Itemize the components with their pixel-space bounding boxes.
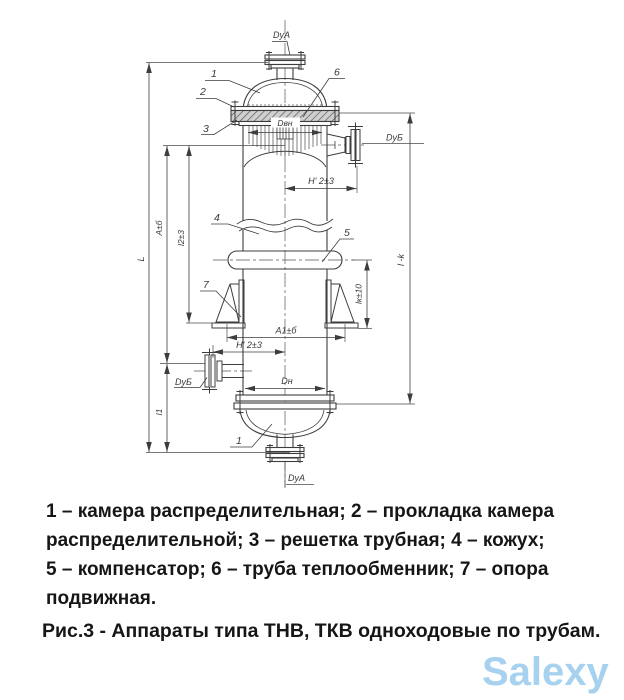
legend-line-4: подвижная. xyxy=(46,588,157,609)
dim-l1: l1 xyxy=(154,408,164,415)
legend-line-1: 1 – камера распределительная; 2 – прокла… xyxy=(46,501,555,522)
legend-line-3: 5 – компенсатор; 6 – труба теплообменник… xyxy=(46,559,549,580)
dim-h-top: H' 2±3 xyxy=(308,176,334,186)
supports xyxy=(211,279,359,329)
dim-dub-left: DуБ xyxy=(175,377,192,387)
callout-1-bottom: 1 xyxy=(236,435,242,447)
callout-7: 7 xyxy=(203,279,210,291)
dvn-label-bg xyxy=(271,117,300,128)
dim-dn: Dн xyxy=(281,376,292,386)
dim-l2: l2±3 xyxy=(176,230,186,246)
legend: 1 – камера распределительная; 2 – прокла… xyxy=(46,497,606,613)
dim-L: L xyxy=(136,256,146,261)
extension-lines xyxy=(146,62,424,487)
callout-2: 2 xyxy=(199,86,206,98)
centerlines xyxy=(194,20,366,488)
dim-h-bottom: H' 2±3 xyxy=(236,340,262,350)
left-nozzle xyxy=(202,348,244,394)
dim-dua-bottom: DуA xyxy=(288,473,305,483)
salexy-watermark: Salexy xyxy=(482,650,609,694)
dim-a1: А1±б xyxy=(274,326,297,336)
technical-drawing: Dвн DуA DуA DуБ DуБ H' 2±3 H' 2±3 А1±б D… xyxy=(136,20,424,488)
flange-bolts xyxy=(231,51,339,463)
dim-dvn: Dвн xyxy=(277,118,293,128)
callout-3: 3 xyxy=(203,123,209,135)
callout-1-top: 1 xyxy=(211,68,217,80)
callout-6: 6 xyxy=(334,67,340,79)
figure-caption: Рис.3 - Аппараты типа ТНВ, ТКВ одноходов… xyxy=(42,620,601,642)
legend-line-2: распределительной; 3 – решетка трубная; … xyxy=(46,530,545,551)
callout-4: 4 xyxy=(214,212,220,224)
vessel-outline xyxy=(227,54,343,463)
right-nozzle xyxy=(326,122,363,168)
callout-leaders xyxy=(174,41,354,448)
dim-dub-right: DуБ xyxy=(386,133,403,143)
dim-a-tol: А±б xyxy=(154,219,164,236)
dim-dua-top: DуA xyxy=(273,30,290,40)
dimension-lines xyxy=(146,63,413,452)
callout-5: 5 xyxy=(344,227,350,239)
dim-l-minus-k: l -k xyxy=(396,254,406,266)
dim-lk: lк±10 xyxy=(354,284,364,304)
